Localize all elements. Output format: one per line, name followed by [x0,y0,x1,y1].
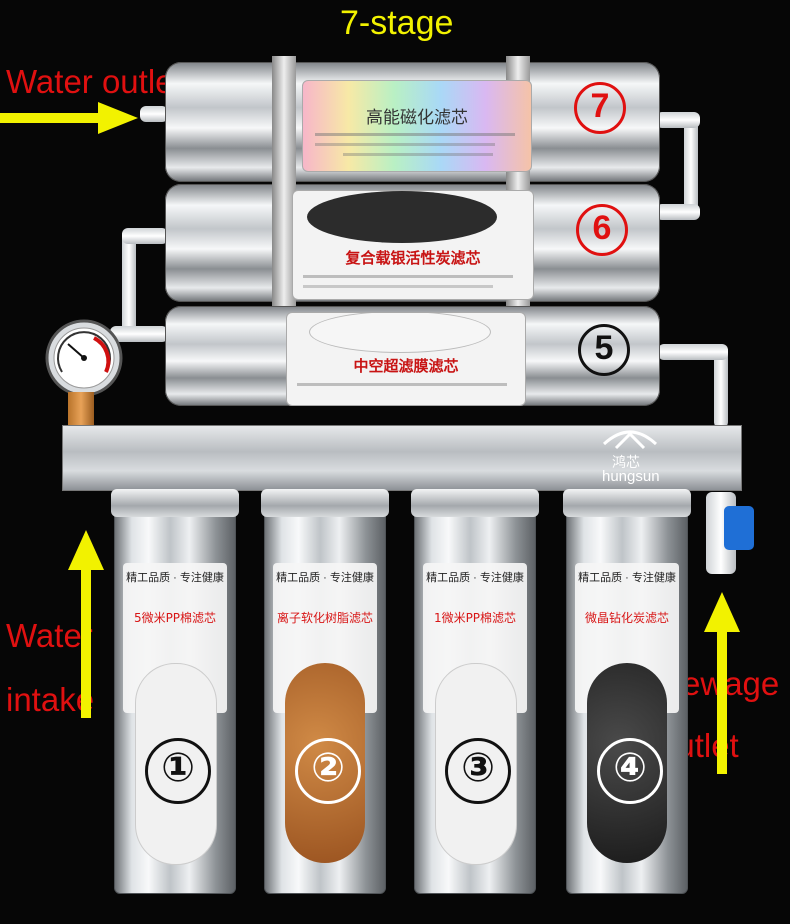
stage-7-label: 高能磁化滤芯 [302,80,532,172]
canister-1-name: 5微米PP棉滤芯 [133,611,217,625]
canister-4-name: 微晶钻化炭滤芯 [584,611,669,625]
page-title: 7-stage [340,4,454,42]
brand-latin: hungsun [602,468,660,485]
canister-3: 精工品质 · 专注健康 1微米PP棉滤芯 ③ [411,489,539,894]
pressure-gauge-icon [45,319,123,397]
stage-5-number: 5 [578,324,630,376]
stage-5-cartridge [309,313,491,353]
left-lower-fitting [110,326,168,342]
drain-valve-handle [724,506,754,550]
water-outlet-arrow-icon [0,102,138,134]
right-bottom-fitting [658,344,728,360]
canister-1-number: ① [145,738,211,804]
left-upper-fitting [122,228,168,244]
canister-1-tagline: 精工品质 · 专注健康 [126,572,224,584]
water-intake-label-line1: Water [6,617,93,654]
stage-6-number: 6 [576,204,628,256]
canister-3-tagline: 精工品质 · 专注健康 [426,572,524,584]
stage-5-label: 中空超滤膜滤芯 [286,312,526,406]
canister-2-name: 离子软化树脂滤芯 [276,611,373,625]
canister-1: 精工品质 · 专注健康 5微米PP棉滤芯 ① [111,489,239,894]
canister-4-number: ④ [597,738,663,804]
stage-6-name: 复合载银活性炭滤芯 [345,249,481,267]
right-lower-fitting [656,204,700,220]
water-intake-arrow-icon [68,530,104,718]
canister-3-number: ③ [445,738,511,804]
canister-4-tagline: 精工品质 · 专注健康 [578,572,676,584]
sewage-outlet-arrow-icon [704,592,740,774]
stage-7-clamp-left [272,56,296,188]
water-outlet-label: Water outlet [6,63,183,100]
canister-4: 精工品质 · 专注健康 微晶钻化炭滤芯 ④ [563,489,691,894]
stage-6-cartridge [307,191,497,243]
canister-2-tagline: 精工品质 · 专注健康 [276,572,374,584]
brand-logo-icon [602,430,658,450]
stage-7-name: 高能磁化滤芯 [366,108,468,128]
canister-2: 精工品质 · 专注健康 离子软化树脂滤芯 ② [261,489,389,894]
stage-5-name: 中空超滤膜滤芯 [353,357,459,375]
left-connecting-pipe [122,232,136,342]
right-upper-fitting [656,112,700,128]
stage-7-number: 7 [574,82,626,134]
outlet-fitting [140,106,168,122]
gauge-brass-fitting [68,392,94,428]
right-bottom-pipe [714,348,728,428]
brand-chinese: 鸿芯 [612,454,640,470]
stage-6-label: 复合载银活性炭滤芯 [292,190,534,300]
right-connecting-pipe [684,118,698,218]
canister-2-number: ② [295,738,361,804]
water-intake-label-line2: intake [6,681,95,718]
canister-3-name: 1微米PP棉滤芯 [433,611,517,625]
